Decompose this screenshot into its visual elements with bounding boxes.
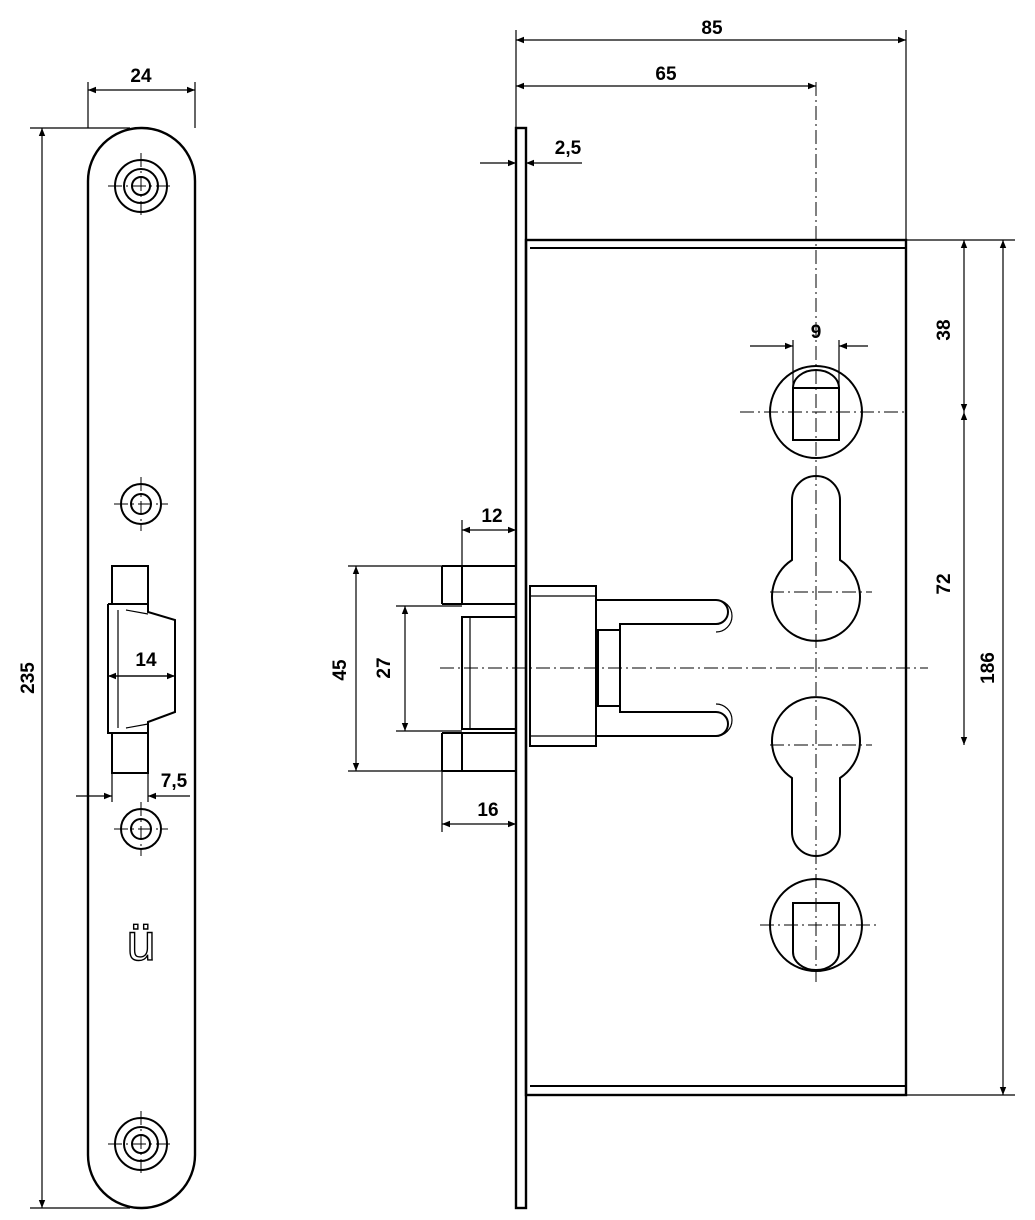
dimension-spindle-square: 9 [750,322,868,388]
dimension-bolt-projection: 16 [441,771,516,832]
dim-label-85: 85 [701,18,723,39]
dimension-offset: 7,5 [76,771,190,802]
dim-label-65: 65 [655,64,677,85]
dimension-overall-depth: 85 [515,18,907,240]
dim-label-12: 12 [481,506,502,527]
dimension-latch-height-inner: 27 [374,605,462,732]
dimension-backset: 65 [516,64,816,90]
dimension-latch-height-outer: 45 [330,565,442,772]
screw-hole-bottom [108,1111,174,1177]
dim-label-27: 27 [374,657,395,678]
front-plate-outline [86,126,197,1210]
dimension-plate-width: 24 [87,66,196,128]
upper-keyhole [770,475,872,642]
mark-glyph: ü [127,914,156,972]
screw-hole-top [108,153,174,219]
dim-label-72: 72 [934,573,955,594]
dim-label-9: 9 [811,322,822,343]
dimension-case-height: 186 [906,240,1015,1096]
dim-label-7-5: 7,5 [161,771,188,792]
dim-label-14: 14 [135,650,157,671]
dim-label-186: 186 [978,652,999,684]
dim-label-2-5: 2,5 [555,138,582,159]
dim-label-235: 235 [18,662,39,694]
dimension-plate-thickness: 2,5 [480,138,582,167]
cylinder-cutout [770,696,872,857]
dim-label-38: 38 [934,319,955,340]
side-view: 85 65 2,5 9 38 72 [330,18,1015,1210]
dimension-latch-projection: 12 [461,506,516,566]
dim-label-24: 24 [130,66,152,87]
latch-opening [107,565,176,774]
screw-hole-lower [114,802,168,856]
upper-spindle-hub [740,365,906,459]
dimension-latch-width: 14 [108,650,175,680]
front-plate-view: ü 24 235 14 7,5 [18,66,197,1210]
lower-spindle-hub [760,878,880,972]
dim-label-16: 16 [477,800,498,821]
dimension-center-distance: 72 [934,412,968,745]
dimension-upper-distance: 38 [906,239,1015,412]
screw-hole-middle [114,477,168,531]
dim-label-45: 45 [330,659,351,681]
dimension-plate-height: 235 [18,127,130,1209]
